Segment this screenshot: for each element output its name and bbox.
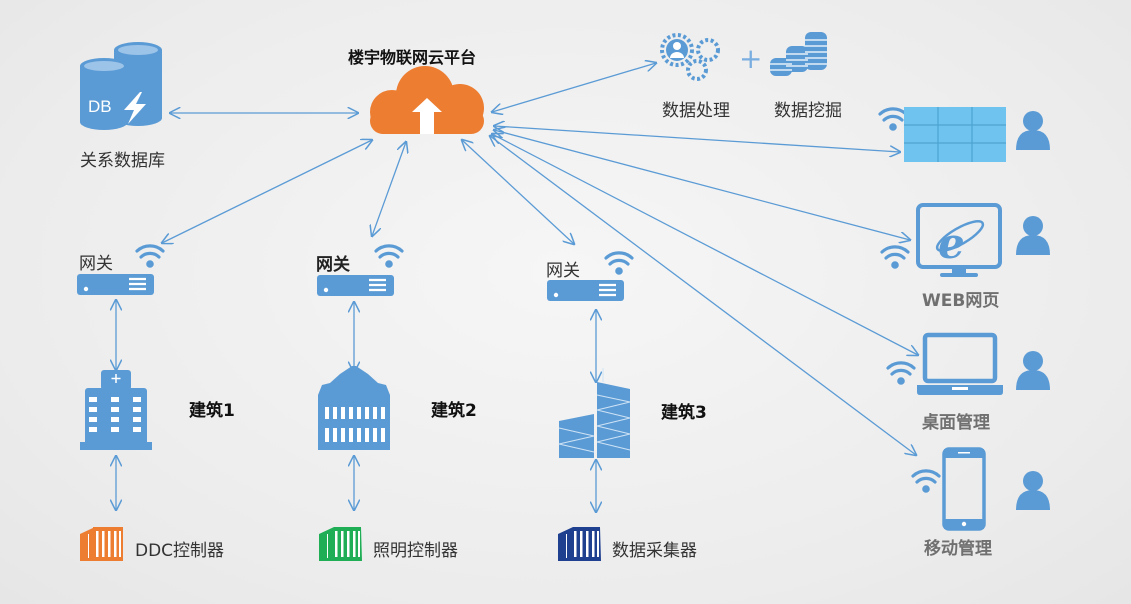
video-wall-icon bbox=[904, 107, 1006, 162]
gateway-router-icon bbox=[77, 274, 154, 295]
controller-label-ddc: DDC控制器 bbox=[135, 541, 225, 561]
building-3-icon bbox=[558, 368, 631, 458]
client-label-desktop: 桌面管理 bbox=[922, 413, 990, 433]
building-label-1: 建筑1 bbox=[189, 401, 235, 421]
data-collector-icon bbox=[558, 527, 601, 561]
database-icon-text: DB bbox=[88, 97, 112, 116]
building-label-2: 建筑2 bbox=[431, 401, 477, 421]
wifi-icon bbox=[135, 244, 165, 268]
gateway-router-icon bbox=[547, 280, 624, 301]
gateway-label-2: 网关 bbox=[316, 255, 350, 275]
controller-label-lighting: 照明控制器 bbox=[373, 541, 458, 561]
building-2-icon bbox=[318, 366, 390, 450]
data-processing-label: 数据处理 bbox=[662, 101, 730, 121]
mobile-phone-icon bbox=[942, 447, 986, 531]
user-icon bbox=[1016, 216, 1050, 255]
client-label-web: WEB网页 bbox=[922, 291, 1000, 311]
data-mining-label: 数据挖掘 bbox=[774, 101, 842, 121]
ddc-controller-icon bbox=[80, 527, 123, 561]
wifi-icon bbox=[911, 469, 941, 493]
user-icon bbox=[1016, 351, 1050, 390]
link-cloud-gateway-2 bbox=[372, 142, 406, 236]
controller-label-collector: 数据采集器 bbox=[612, 541, 697, 561]
wifi-icon bbox=[604, 251, 634, 275]
building-label-3: 建筑3 bbox=[661, 403, 707, 423]
web-browser-icon: e bbox=[916, 203, 1002, 277]
gateway-router-icon bbox=[317, 275, 394, 296]
platform-title: 楼宇物联网云平台 bbox=[348, 48, 477, 67]
lighting-controller-icon bbox=[319, 527, 362, 561]
link-cloud-analytics bbox=[492, 63, 656, 112]
plus-sign: + bbox=[739, 42, 763, 75]
database-label: 关系数据库 bbox=[80, 151, 165, 171]
wifi-icon bbox=[886, 361, 916, 385]
client-label-mobile: 移动管理 bbox=[924, 539, 992, 559]
wifi-icon bbox=[374, 244, 404, 268]
gateway-label-1: 网关 bbox=[79, 254, 113, 274]
gateway-label-3: 网关 bbox=[546, 261, 580, 281]
wifi-icon bbox=[880, 245, 910, 269]
user-icon bbox=[1016, 111, 1050, 150]
building-1-icon bbox=[80, 370, 152, 450]
laptop-icon bbox=[917, 332, 1003, 395]
link-cloud-gateway-3 bbox=[462, 140, 574, 244]
link-cloud-gateway-1 bbox=[162, 140, 372, 243]
user-icon bbox=[1016, 471, 1050, 510]
